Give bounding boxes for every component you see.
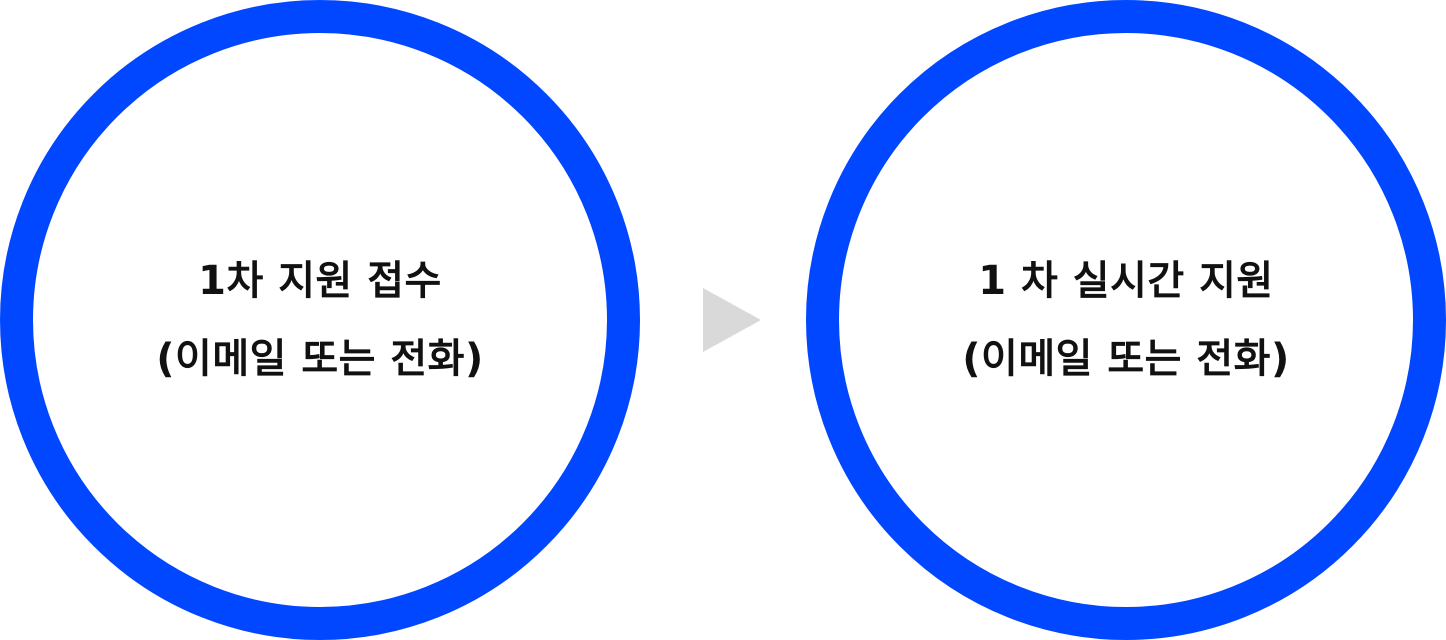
step-2-subtitle: (이메일 또는 전화) [962, 336, 1290, 382]
step-2-title: 1 차 실시간 지원 [978, 258, 1274, 304]
step-1-title: 1차 지원 접수 [198, 258, 442, 304]
arrow-shape [703, 288, 761, 352]
step-1-circle: 1차 지원 접수 (이메일 또는 전화) [0, 0, 640, 640]
step-1-subtitle: (이메일 또는 전화) [156, 336, 484, 382]
step-2-circle: 1 차 실시간 지원 (이메일 또는 전화) [806, 0, 1446, 640]
triangle-right-icon [703, 288, 761, 352]
